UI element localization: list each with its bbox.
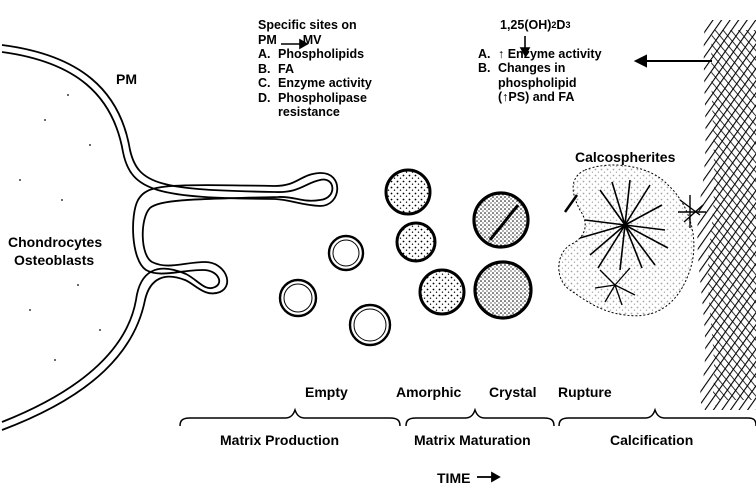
vitd-item-text: Changes in bbox=[498, 61, 565, 76]
vitamin-d-item-b-line2: phospholipid bbox=[478, 76, 648, 91]
cells-label-line2: Osteoblasts bbox=[14, 252, 94, 268]
site-item-text: FA bbox=[278, 62, 294, 77]
time-label: TIME bbox=[437, 470, 470, 486]
site-item-key: A. bbox=[258, 47, 278, 62]
ruptured-vesicle bbox=[559, 165, 694, 316]
site-item-text: Phospholipase bbox=[278, 91, 367, 106]
cell-cytoplasm-stipple bbox=[19, 94, 101, 361]
stage-amorphic-label: Amorphic bbox=[396, 384, 461, 400]
site-item-d: D.Phospholipase bbox=[258, 91, 458, 106]
crystal-vesicles bbox=[474, 193, 531, 318]
sites-heading: Specific sites on bbox=[258, 18, 458, 33]
vitd-item-text: (↑PS) and FA bbox=[498, 90, 574, 105]
vitd-item-text: phospholipid bbox=[498, 76, 576, 91]
stage-empty-label: Empty bbox=[305, 384, 348, 400]
cells-label-line1: Chondrocytes bbox=[8, 234, 102, 250]
sites-heading-pm-mv: PM MV bbox=[258, 33, 458, 48]
sites-heading-line1: Specific sites on bbox=[258, 18, 357, 33]
formula-main: 1,25(OH) bbox=[500, 18, 551, 33]
site-item-d-cont: resistance bbox=[258, 105, 458, 120]
sites-heading-pm: PM bbox=[258, 33, 277, 48]
site-item-key: D. bbox=[258, 91, 278, 106]
phase-braces bbox=[180, 410, 756, 426]
vitamin-d-item-b: B.Changes in bbox=[478, 61, 648, 76]
site-item-a: A.Phospholipids bbox=[258, 47, 458, 62]
specific-sites-list: Specific sites on PM MV A.Phospholipids … bbox=[258, 18, 458, 120]
site-item-c: C.Enzyme activity bbox=[258, 76, 458, 91]
site-item-text: resistance bbox=[278, 105, 340, 120]
phase-production-label: Matrix Production bbox=[220, 432, 339, 448]
calcospherites-label: Calcospherites bbox=[575, 149, 675, 165]
sites-heading-mv: MV bbox=[303, 33, 322, 48]
site-item-text: Phospholipids bbox=[278, 47, 364, 62]
site-item-b: B.FA bbox=[258, 62, 458, 77]
vitd-item-text: ↑ Enzyme activity bbox=[498, 47, 602, 62]
vitamin-d-item-b-line3: (↑PS) and FA bbox=[478, 90, 648, 105]
calcified-matrix bbox=[678, 20, 756, 410]
stage-crystal-label: Crystal bbox=[489, 384, 536, 400]
vitd-item-key: B. bbox=[478, 61, 498, 76]
phase-calcification-label: Calcification bbox=[610, 432, 693, 448]
phase-maturation-label: Matrix Maturation bbox=[414, 432, 531, 448]
site-item-key: B. bbox=[258, 62, 278, 77]
site-item-key: C. bbox=[258, 76, 278, 91]
vitamin-d-item-a: A.↑ Enzyme activity bbox=[478, 47, 648, 62]
empty-vesicles bbox=[280, 236, 390, 345]
pm-label: PM bbox=[116, 71, 137, 87]
formula-sub2: 3 bbox=[565, 18, 570, 33]
vitd-item-key: A. bbox=[478, 47, 498, 62]
time-arrow bbox=[477, 473, 499, 481]
amorphic-vesicles bbox=[386, 170, 464, 314]
site-item-text: Enzyme activity bbox=[278, 76, 372, 91]
formula-mid: D bbox=[556, 18, 565, 33]
stage-rupture-label: Rupture bbox=[558, 384, 612, 400]
